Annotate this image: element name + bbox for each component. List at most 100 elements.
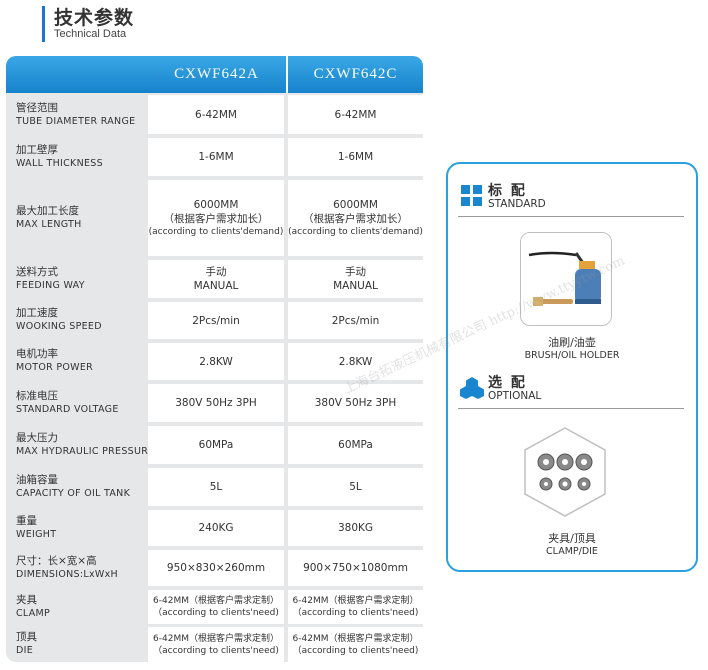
row-label: 管径范围 TUBE DIAMETER RANGE [16,101,135,129]
table-cell: 2.8KW [288,343,423,380]
row-label: 加工壁厚 WALL THICKNESS [16,143,103,171]
table-row: 夹具 CLAMP 6-42MM（根据客户需求定制） （according to … [6,590,423,624]
cell-value: 6000MM [333,199,378,211]
column-divider [286,56,288,93]
row-label-cn: 电机功率 [16,348,58,360]
cell-value: 2Pcs/min [331,314,380,327]
cell-value: 6-42MM（根据客户需求定制） [292,633,419,644]
row-label-en: WOOKING SPEED [16,321,102,332]
oil-can-icon [521,233,611,325]
row-label: 送料方式 FEEDING WAY [16,265,85,293]
page-subtitle: Technical Data [54,28,127,40]
row-label-cn: 最大加工长度 [16,205,79,217]
cell-note-en: (according to clients'demand) [288,227,423,237]
cell-note-en: （according to clients'need) [292,645,419,656]
table-cell: 1-6MM [148,138,284,176]
optional-caption-cn: 夹具/顶具 [548,532,596,545]
cell-value-en: MANUAL [333,280,378,292]
row-label: 电机功率 MOTOR POWER [16,347,93,375]
cell-value: 1-6MM [198,151,234,163]
page-title: 技术参数 [54,7,135,29]
table-cell: 手动 MANUAL [148,260,284,298]
row-label-cn: 加工壁厚 [16,144,58,156]
row-label-en: WEIGHT [16,529,57,540]
table-cell: 手动 MANUAL [288,260,423,298]
optional-subtitle: OPTIONAL [488,390,542,402]
row-label-en: MAX LENGTH [16,219,82,230]
cell-value: 6-42MM（根据客户需求定制） [153,596,279,606]
cell-value: 手动 [205,266,227,278]
row-label: 标准电压 STANDARD VOLTAGE [16,389,119,417]
section-divider [458,216,684,217]
standard-title: 标 配 [488,183,527,199]
cell-note-en: （according to clients'need) [153,608,279,618]
cell-note-en: （according to clients'need) [292,608,419,618]
optional-title: 选 配 [488,375,527,391]
cell-value: 380KG [337,522,374,534]
standard-caption-cn: 油刷/油壶 [548,336,596,349]
accessories-panel: 标 配 STANDARD 油刷/油壶 BRUSH/OIL HOLDER 选 配 … [446,162,698,572]
cell-value: 6-42MM（根据客户需求定制） [153,633,279,644]
row-label-en: CLAMP [16,608,51,619]
row-label: 尺寸：长×宽×高 DIMENSIONS:LxWxH [16,554,118,582]
row-label-en: TUBE DIAMETER RANGE [16,116,136,127]
table-cell: 1-6MM [288,138,423,176]
cell-value: 6-42MM [334,108,377,121]
table-cell: 5L [288,468,423,506]
cell-value: 5L [349,481,362,493]
row-label-cn: 送料方式 [16,266,58,278]
row-label-en: MOTOR POWER [16,362,94,373]
row-label-cn: 尺寸：长×宽×高 [16,555,97,567]
table-cell: 60MPa [148,426,284,464]
row-label: 最大加工长度 MAX LENGTH [16,204,82,232]
cubes-icon [460,377,484,399]
table-cell: 380KG [288,510,423,546]
optional-caption-en: CLAMP/DIE [546,546,598,557]
clamp-die-image [524,427,606,517]
row-label: 顶具 DIE [16,630,37,658]
cell-note-cn: （根据客户需求加长） [163,213,269,225]
cell-value: 380V 50Hz 3PH [175,397,257,409]
cell-value: 1-6MM [337,151,374,163]
row-label: 重量 WEIGHT [16,514,56,542]
cell-value: 5L [209,481,223,493]
table-cell: 950×830×260mm [148,550,284,586]
table-row: 尺寸：长×宽×高 DIMENSIONS:LxWxH 950×830×260mm … [6,550,423,586]
cell-note-en: （according to clients'need) [153,645,279,656]
table-cell: 6000MM （根据客户需求加长） (according to clients'… [148,180,284,256]
column-header-cxwf642c: CXWF642C [313,66,398,82]
table-row: 电机功率 MOTOR POWER 2.8KW 2.8KW [6,343,423,380]
column-header-cxwf642a: CXWF642A [174,66,259,82]
table-row: 最大加工长度 MAX LENGTH 6000MM （根据客户需求加长） (acc… [6,180,423,256]
cell-value: 2.8KW [199,355,233,368]
cell-value: 手动 [345,266,366,278]
cell-value: 950×830×260mm [166,562,266,574]
row-label-en: STANDARD VOLTAGE [16,404,119,415]
row-label-cn: 管径范围 [16,102,58,114]
cell-value: 380V 50Hz 3PH [314,397,397,409]
table-cell: 6-42MM（根据客户需求定制） （according to clients'n… [148,627,284,662]
table-row: 顶具 DIE 6-42MM（根据客户需求定制） （according to cl… [6,627,423,662]
standard-caption-en: BRUSH/OIL HOLDER [524,350,620,361]
cell-value: 900×750×1080mm [303,562,408,574]
row-label-en: WALL THICKNESS [16,158,103,169]
row-label-cn: 最大压力 [16,432,58,444]
section-divider [458,408,684,409]
row-label: 加工速度 WOOKING SPEED [16,306,102,334]
table-cell: 6-42MM（根据客户需求定制） （according to clients'n… [148,590,284,624]
row-label-en: DIMENSIONS:LxWxH [16,569,118,580]
table-cell: 6-42MM [148,95,284,134]
cell-value: 60MPa [338,439,373,451]
table-row: 加工壁厚 WALL THICKNESS 1-6MM 1-6MM [6,138,423,176]
spec-table: CXWF642A CXWF642C 管径范围 TUBE DIAMETER RAN… [6,56,423,662]
row-label-en: DIE [16,645,34,656]
row-label-cn: 顶具 [16,631,37,643]
row-label: 油箱容量 CAPACITY OF OIL TANK [16,473,130,501]
table-cell: 2.8KW [148,343,284,380]
table-cell: 6000MM （根据客户需求加长） (according to clients'… [288,180,423,256]
standard-subtitle: STANDARD [488,198,546,210]
table-cell: 6-42MM [288,95,423,134]
row-label-en: MAX HYDRAULIC PRESSURE [16,446,155,457]
table-cell: 240KG [148,510,284,546]
table-row: 标准电压 STANDARD VOLTAGE 380V 50Hz 3PH 380V… [6,384,423,422]
